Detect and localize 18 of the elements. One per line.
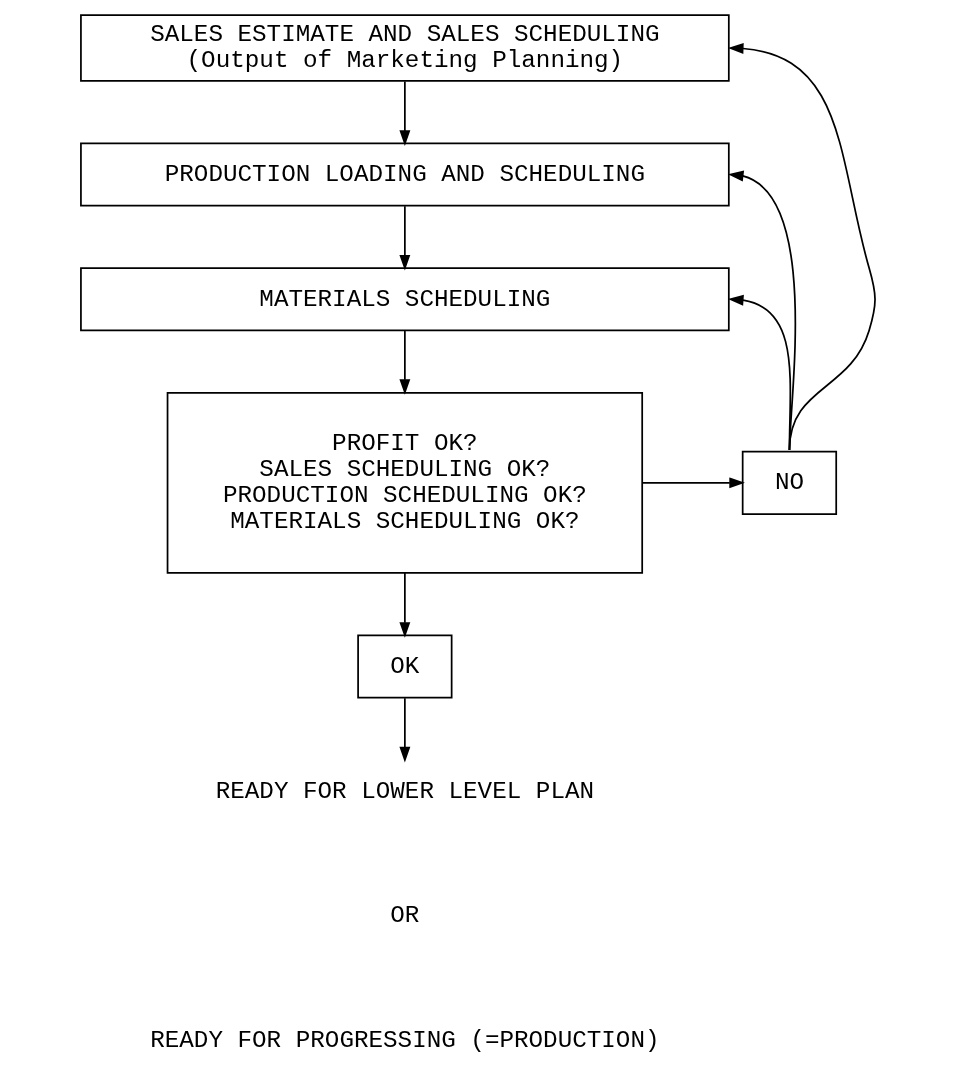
arrow (399, 329, 411, 395)
arrow (727, 170, 797, 451)
arrow (641, 477, 745, 489)
node-box: PROFIT OK? SALES SCHEDULING OK? PRODUCTION SCHEDULING OK? MATERIALS SCHEDULING OK? (166, 391, 644, 574)
arrow (399, 572, 411, 638)
arrow (399, 697, 411, 763)
node-box: OK (357, 634, 453, 699)
node-box: MATERIALS SCHEDULING (80, 267, 730, 332)
arrow (727, 294, 792, 451)
label: READY FOR PROGRESSING (=PRODUCTION) (150, 1027, 660, 1055)
node-box: NO (741, 450, 838, 515)
arrow (399, 205, 411, 271)
arrow (399, 80, 411, 146)
label: OR (390, 902, 420, 930)
node-box: PRODUCTION LOADING AND SCHEDULING (80, 142, 730, 207)
node-box: SALES ESTIMATE AND SALES SCHEDULING (Output of Marketing Planning) (80, 14, 730, 82)
arrow (727, 43, 876, 451)
node-text: READY FOR LOWER LEVEL PLAN (215, 777, 595, 805)
